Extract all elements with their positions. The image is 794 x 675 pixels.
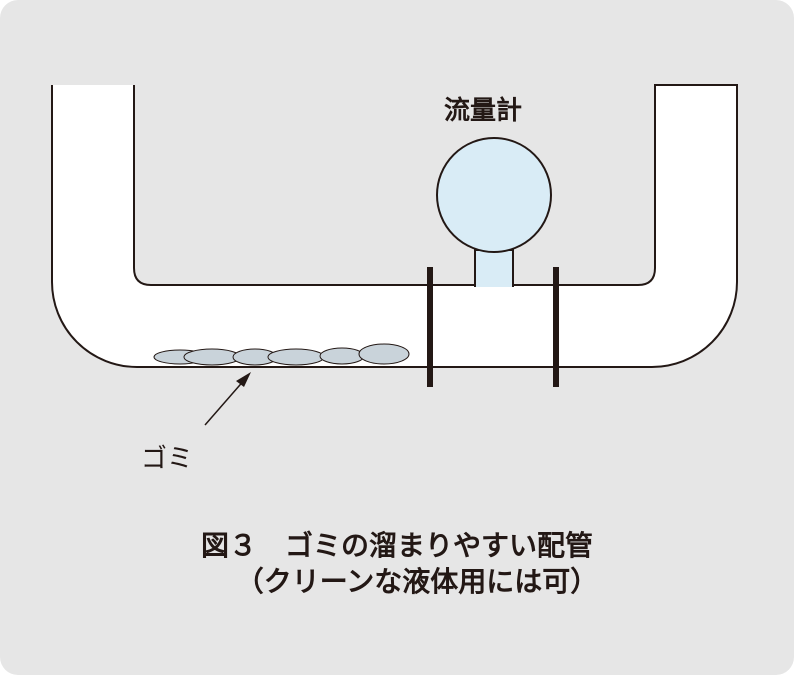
dust-stones <box>153 343 410 366</box>
caption-title: 図３ ゴミの溜まりやすい配管 <box>200 529 593 562</box>
u-pipe <box>51 84 738 368</box>
flow-meter-label: 流量計 <box>444 96 523 126</box>
flow-meter <box>436 137 552 253</box>
dust-label: ゴミ <box>141 444 194 474</box>
arrow-icon <box>204 372 251 426</box>
meter-stem <box>474 249 514 287</box>
caption-subtitle: （クリーンな液体用には可） <box>235 565 599 598</box>
